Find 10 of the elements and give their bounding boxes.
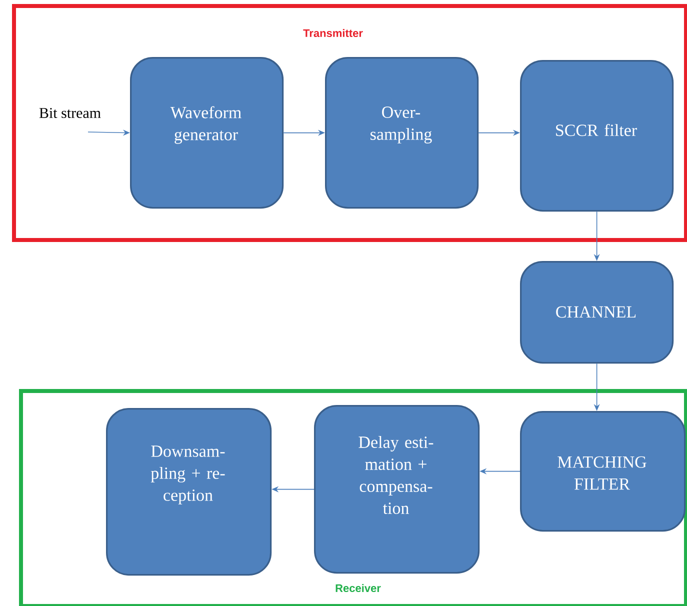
process-box: Delay esti- mation + compensa- tion <box>314 405 480 574</box>
process-box: CHANNEL <box>520 261 674 364</box>
process-box: Waveform generator <box>130 57 284 209</box>
group-title: Transmitter <box>303 28 363 38</box>
edge-label: Bit stream <box>39 108 101 118</box>
process-box: Over- sampling <box>325 57 479 209</box>
process-box: MATCHING FILTER <box>520 411 686 532</box>
process-box: Downsam- pling + re- ception <box>106 408 272 576</box>
group-title: Receiver <box>336 584 381 592</box>
process-box: SCCR filter <box>520 60 674 212</box>
